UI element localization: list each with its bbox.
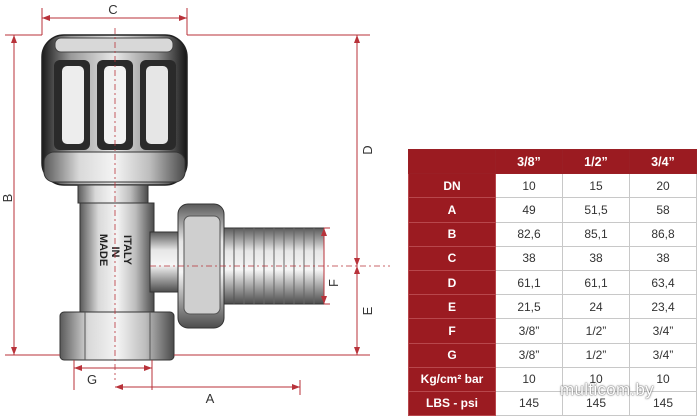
knob-cap (41, 34, 188, 186)
specs-table: 3/8” 1/2” 3/4” DN 10 15 20 A 49 51,5 58 … (408, 148, 697, 416)
header-cell (408, 148, 496, 175)
dim-label-g: G (87, 372, 97, 387)
table-cell: 1/2” (562, 318, 630, 344)
table-row: Kg/cm² bar 10 10 10 (408, 366, 697, 392)
header-cell: 3/8” (495, 148, 563, 175)
table-cell: 24 (562, 294, 630, 320)
row-label: LBS - psi (408, 390, 496, 416)
table-row: B 82,6 85,1 86,8 (408, 221, 697, 247)
table-row: F 3/8” 1/2” 3/4” (408, 318, 697, 344)
table-cell: 3/4” (629, 342, 697, 368)
table-row: C 38 38 38 (408, 245, 697, 271)
table-row: G 3/8” 1/2” 3/4” (408, 342, 697, 368)
table-cell: 61,1 (562, 269, 630, 296)
table-cell: 38 (629, 245, 697, 271)
table-cell: 38 (562, 245, 630, 271)
dim-label-e: E (360, 306, 375, 315)
table-cell: 21,5 (495, 294, 563, 320)
table-cell: 3/8” (495, 318, 563, 344)
table-cell: 49 (495, 197, 563, 223)
table-row: DN 10 15 20 (408, 173, 697, 199)
dimension-lines (5, 8, 370, 395)
table-cell: 10 (629, 366, 697, 392)
row-label: DN (408, 173, 496, 199)
row-label: Kg/cm² bar (408, 366, 496, 392)
table-cell: 10 (495, 366, 563, 392)
table-row: E 21,5 24 23,4 (408, 294, 697, 320)
svg-text:ITALY: ITALY (121, 235, 133, 266)
dimension-arrows (11, 15, 360, 390)
table-cell: 58 (629, 197, 697, 223)
table-cell: 145 (495, 390, 563, 416)
table-cell: 15 (562, 173, 630, 199)
table-cell: 145 (629, 390, 697, 416)
table-row: A 49 51,5 58 (408, 197, 697, 223)
table-cell: 10 (495, 173, 563, 199)
watermark: multicom.by (560, 380, 654, 399)
bottom-nut (59, 311, 175, 361)
valve-neck (77, 184, 149, 204)
table-cell: 23,4 (629, 294, 697, 320)
dim-label-a: A (206, 391, 215, 406)
table-cell: 20 (629, 173, 697, 199)
row-label: F (408, 318, 496, 344)
row-label: D (408, 269, 496, 296)
center-lines (114, 28, 390, 380)
row-label: G (408, 342, 496, 368)
row-label: B (408, 221, 496, 247)
dim-label-d: D (360, 145, 375, 154)
table-row: D 61,1 61,1 63,4 (408, 269, 697, 296)
dim-label-c: C (108, 2, 117, 17)
table-cell: 85,1 (562, 221, 630, 247)
table-row: LBS - psi 145 145 145 (408, 390, 697, 416)
table-cell: 1/2” (562, 342, 630, 368)
dim-label-b: B (0, 194, 15, 203)
dim-label-f: F (326, 279, 341, 287)
table-cell: 82,6 (495, 221, 563, 247)
row-label: C (408, 245, 496, 271)
table-cell: 63,4 (629, 269, 697, 296)
table-cell: 3/4” (629, 318, 697, 344)
header-cell: 3/4” (629, 148, 697, 175)
table-cell: 145 (562, 390, 630, 416)
table-cell: 38 (495, 245, 563, 271)
table-cell: 86,8 (629, 221, 697, 247)
row-label: E (408, 294, 496, 320)
header-cell: 1/2” (562, 148, 630, 175)
specs-header-row: 3/8” 1/2” 3/4” (408, 148, 697, 175)
table-cell: 61,1 (495, 269, 563, 296)
row-label: A (408, 197, 496, 223)
valve-body (79, 202, 155, 314)
table-cell: 3/8” (495, 342, 563, 368)
svg-text:MADE: MADE (97, 234, 109, 266)
valve-technical-drawing: MADE IN ITALY (0, 2, 390, 406)
table-cell: 51,5 (562, 197, 630, 223)
